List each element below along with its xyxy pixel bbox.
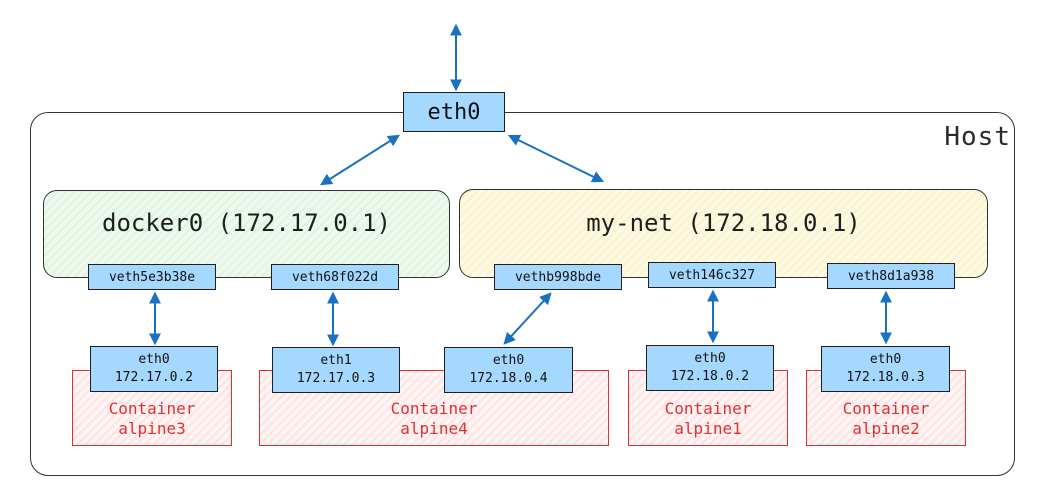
interface-ip: 172.17.0.2: [114, 370, 194, 385]
container-name: alpine3: [118, 419, 186, 438]
interface-name: eth0: [138, 352, 170, 367]
container-name: alpine2: [852, 419, 920, 438]
interface-ip: 172.18.0.4: [469, 371, 548, 386]
container-name: alpine1: [674, 419, 742, 438]
container-interface: eth0 172.17.0.2: [90, 346, 218, 392]
veth-interface: vethb998bde: [494, 264, 622, 290]
container-interface: eth0 172.18.0.3: [821, 346, 950, 392]
host-eth0-interface: eth0: [403, 92, 505, 132]
container-interface: eth0 172.18.0.2: [646, 345, 774, 391]
arrow-vethb998bde-alpine4-eth0: [503, 292, 552, 345]
interface-ip: 172.18.0.3: [846, 370, 925, 385]
host-boundary: [30, 112, 1015, 476]
container-name: alpine4: [400, 419, 468, 438]
host-label: Host: [944, 122, 1011, 152]
veth-interface: veth5e3b38e: [88, 264, 216, 290]
container-type-label: Container: [108, 399, 196, 418]
container-type-label: Container: [842, 399, 930, 418]
arrow-eth0-my-net: [507, 134, 605, 183]
interface-name: eth0: [492, 353, 525, 368]
container-type-label: Container: [664, 399, 752, 418]
interface-ip: 172.17.0.3: [296, 371, 376, 386]
veth-interface: veth146c327: [648, 262, 776, 288]
interface-name: eth0: [694, 351, 726, 366]
bridge-my-net-label: my-net (172.18.0.1): [586, 208, 861, 237]
interface-name: eth1: [320, 353, 352, 368]
interface-name: eth0: [869, 352, 902, 367]
veth-interface: veth8d1a938: [827, 263, 955, 289]
arrow-eth0-docker0: [319, 134, 401, 186]
container-interface: eth0 172.18.0.4: [444, 347, 573, 393]
container-type-label: Container: [390, 399, 478, 418]
bridge-docker0-label: docker0 (172.17.0.1): [102, 209, 391, 237]
veth-interface: veth68f022d: [271, 264, 399, 290]
interface-ip: 172.18.0.2: [670, 369, 750, 384]
container-interface: eth1 172.17.0.3: [272, 347, 400, 393]
bridge-docker0: docker0 (172.17.0.1): [43, 190, 450, 278]
